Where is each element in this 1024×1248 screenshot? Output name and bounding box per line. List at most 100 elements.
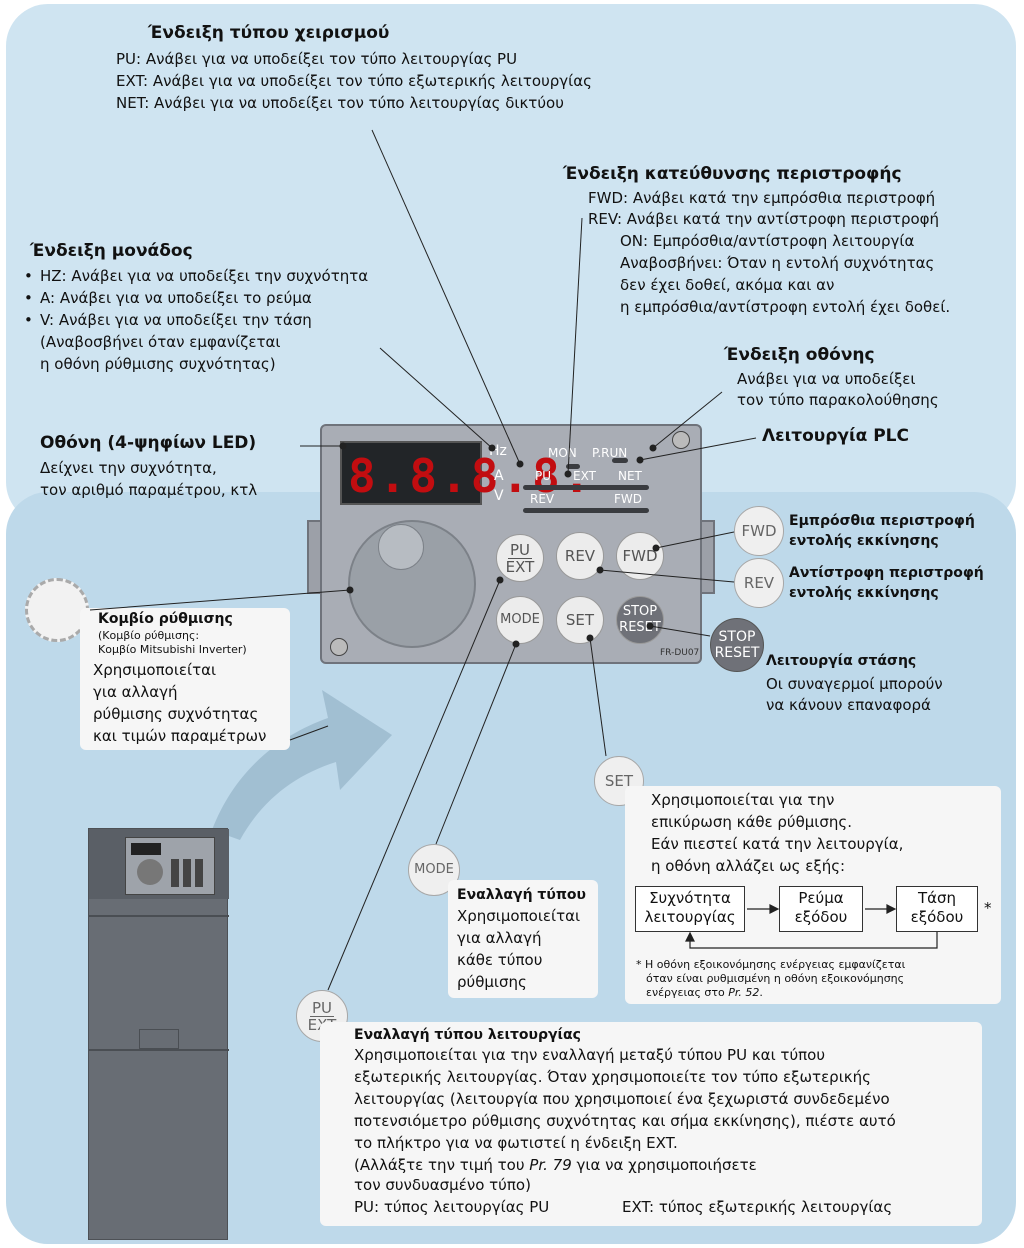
mon-led [566, 464, 580, 469]
mode-title: Εναλλαγή τύπου [457, 887, 586, 903]
pu-indicator: PU [535, 469, 552, 483]
unit-item: A: Ανάβει για να υποδείξει το ρεύμα [40, 288, 368, 309]
dial-line: ρύθμισης συχνότητας [93, 705, 259, 723]
prun-led [612, 458, 628, 463]
mode-line: κάθε τύπου [457, 951, 543, 969]
unit-note: η οθόνη ρύθμισης συχνότητας) [40, 355, 276, 373]
pu-icon-label: PU [309, 998, 335, 1017]
set-icon: SET [594, 756, 644, 806]
led-display-line: Δείχνει την συχνότητα, [40, 459, 217, 477]
operation-mode-line: EXT: Ανάβει για να υποδείξει τον τύπο εξ… [116, 72, 592, 90]
fwd-cmd-line: Εμπρόσθια περιστροφή [789, 513, 975, 529]
fwd-indicator: FWD [614, 492, 643, 506]
unit-v-indicator: V [494, 488, 504, 504]
rotation-line: REV: Ανάβει κατά την αντίστροφη περιστρο… [588, 210, 940, 228]
screw-icon [672, 431, 690, 449]
dial-line: για αλλαγή [93, 683, 178, 701]
rotation-line: FWD: Ανάβει κατά την εμπρόσθια περιστροφ… [588, 189, 936, 207]
pu-ext-line: το πλήκτρο για να φωτιστεί η ένδειξη EXT… [354, 1134, 678, 1152]
set-line: Χρησιμοποιείται για την [651, 791, 835, 809]
unit-item: V: Ανάβει για να υποδείξει την τάση [40, 310, 368, 331]
rotation-line: ON: Εμπρόσθια/αντίστροφη λειτουργία [620, 232, 915, 250]
dial-line: Χρησιμοποιείται [93, 661, 217, 679]
set-note: * Η οθόνη εξοικονόμησης ενέργειας εμφανί… [636, 958, 906, 971]
prun-indicator: P.RUN [592, 446, 628, 460]
flow-step-line: Συχνότητα [649, 889, 731, 907]
mode-button[interactable]: MODE [496, 596, 544, 644]
ext-label-text: EXT: τύπος εξωτερικής λειτουργίας [622, 1198, 893, 1216]
reset-icon-label: RESET [714, 645, 760, 661]
led-digits: 8.8.8.8. [348, 449, 594, 503]
inverter-image [88, 828, 229, 1240]
led-display-line: τον αριθμό παραμέτρου, κτλ [40, 481, 258, 499]
mode-line: ρύθμισης [457, 973, 527, 991]
pu-ext-line: λειτουργίας (λειτουργία που χρησιμοποιεί… [354, 1090, 890, 1108]
stop-label: STOP [622, 604, 658, 619]
flow-step-frequency: Συχνότητα λειτουργίας [635, 886, 745, 932]
flow-step-line: λειτουργίας [644, 908, 736, 926]
mode-line: για αλλαγή [457, 929, 542, 947]
monitor-line: τον τύπο παρακολούθησης [737, 391, 939, 409]
ext-label: EXT [505, 557, 535, 576]
pu-ext-line: Χρησιμοποιείται για την εναλλαγή μεταξύ … [354, 1046, 826, 1064]
dial-icon [25, 578, 89, 642]
led-display-title: Οθόνη (4-ψηφίων LED) [40, 433, 257, 453]
net-indicator: NET [618, 469, 642, 483]
flow-step-line: εξόδου [794, 908, 848, 926]
mode-line: Χρησιμοποιείται [457, 907, 581, 925]
unit-item: HZ: Ανάβει για να υποδείξει την συχνότητ… [40, 266, 368, 287]
rev-button[interactable]: REV [556, 532, 604, 580]
mode-box [448, 880, 598, 998]
unit-note: (Αναβοσβήνει όταν εμφανίζεται [40, 333, 281, 351]
dial-line: και τιμών παραμέτρων [93, 727, 267, 745]
panel-model: FR-DU07 [660, 648, 700, 658]
flow-step-current: Ρεύμα εξόδου [779, 886, 863, 932]
rotation-line: η εμπρόσθια/αντίστροφη εντολή έχει δοθεί… [620, 298, 951, 316]
unit-list: HZ: Ανάβει για να υποδείξει την συχνότητ… [40, 266, 368, 331]
flow-asterisk: * [984, 899, 992, 917]
rotation-line: δεν έχει δοθεί, ακόμα και αν [620, 276, 835, 294]
fwd-cmd-line: εντολής εκκίνησης [789, 533, 939, 549]
pu-ext-line: (Αλλάξτε την τιμή του Pr. 79 για να χρησ… [354, 1156, 757, 1174]
dial-sub: Κομβίο Mitsubishi Inverter) [98, 643, 247, 656]
stop-reset-button[interactable]: STOP RESET [616, 596, 664, 644]
rev-icon: REV [734, 558, 784, 608]
rev-indicator: REV [530, 492, 555, 506]
flow-step-line: εξόδου [910, 908, 964, 926]
unit-title: Ένδειξη μονάδος [30, 241, 193, 261]
set-button[interactable]: SET [556, 596, 604, 644]
pu-label-text: PU: τύπος λειτουργίας PU [354, 1198, 550, 1216]
fwd-icon: FWD [734, 506, 784, 556]
pu-ext-title: Εναλλαγή τύπου λειτουργίας [354, 1027, 581, 1043]
flow-step-line: Ρεύμα [798, 889, 844, 907]
led-display: 8.8.8.8. [340, 441, 591, 505]
stop-reset-icon: STOP RESET [710, 618, 764, 672]
stop-icon-label: STOP [718, 629, 756, 645]
set-note: ενέργειας στο Pr. 52. [646, 986, 763, 999]
pu-ext-button[interactable]: PU EXT [496, 534, 544, 582]
screw-icon [330, 638, 348, 656]
monitor-line: Ανάβει για να υποδείξει [737, 370, 916, 388]
plc-title: Λειτουργία PLC [762, 426, 909, 446]
set-note: όταν είναι ρυθμισμένη η οθόνη εξοικονόμη… [646, 972, 905, 985]
pu-ext-line: ποτενσιόμετρο ρύθμισης συχνότητας και σή… [354, 1112, 896, 1130]
dial-title: Κομβίο ρύθμισης [98, 611, 233, 627]
unit-a-indicator: A [494, 468, 504, 484]
rotation-line: Αναβοσβήνει: Όταν η εντολή συχνότητας [620, 254, 935, 272]
ext-indicator: EXT [573, 469, 596, 483]
set-line: επικύρωση κάθε ρύθμισης. [651, 813, 852, 831]
monitor-title: Ένδειξη οθόνης [724, 345, 875, 365]
pu-ext-box [320, 1022, 982, 1226]
dial-box [80, 608, 290, 750]
operation-mode-line: PU: Ανάβει για να υποδείξει τον τύπο λει… [116, 50, 518, 68]
flow-step-line: Τάση [917, 889, 957, 907]
rev-cmd-line: εντολής εκκίνησης [789, 585, 939, 601]
stop-line: να κάνουν επαναφορά [766, 696, 931, 714]
flow-step-voltage: Τάση εξόδου [896, 886, 978, 932]
dial-sub: (Κομβίο ρύθμισης: [98, 629, 200, 642]
set-line: η οθόνη αλλάζει ως εξής: [651, 857, 846, 875]
setting-dial-indent [378, 524, 424, 570]
pu-ext-line: εξωτερικής λειτουργίας. Όταν χρησιμοποιε… [354, 1068, 871, 1086]
stop-title: Λειτουργία στάσης [766, 653, 917, 669]
